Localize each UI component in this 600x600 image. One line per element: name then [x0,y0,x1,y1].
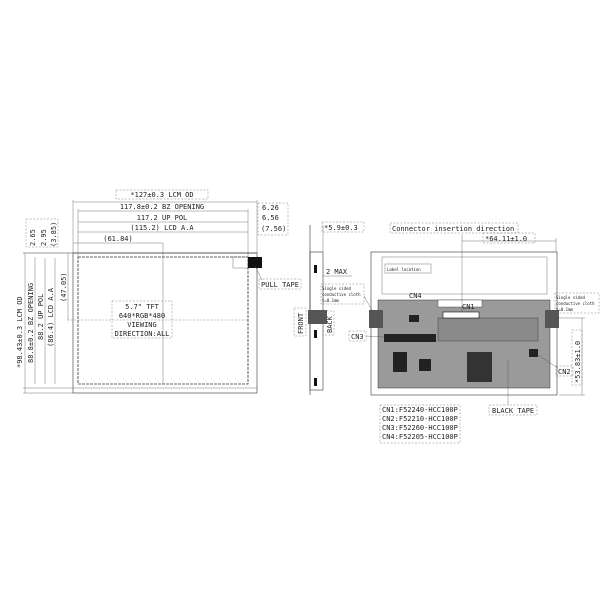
height-dim-label: *53.83±1.0 [574,341,582,383]
lcd-aa-height-label: (86.4) LCD A.A [47,287,55,347]
label-location-text: Label location [387,267,421,272]
connector-direction-label: Connector insertion direction [392,225,514,233]
lcm-od-width-label: *127±0.3 LCM OD [130,191,193,199]
connector-list [379,404,461,444]
pull-tape-label: PULL TAPE [261,281,299,289]
center-y-label: (47.05) [60,272,68,302]
top-offset-3: (3.85) [50,222,58,247]
label-area [381,256,548,295]
cn4-connector [409,315,419,322]
conductive-right-2: conductive cloth [556,301,595,306]
connector-list-item: CN1:F52240-HCC100P [382,406,458,414]
conductive-cloth-left [369,310,383,328]
conductive-left-1: Single sided [322,286,351,291]
cn2-label: CN2 [558,368,571,376]
pull-tape [248,257,262,268]
spec-line-3: VIEWING [127,321,157,329]
right-offset-1: 6.26 [262,204,279,212]
conductive-right-1: Single sided [556,295,585,300]
spec-line-4: DIRECTION:ALL [115,330,170,338]
connector-list-item: CN2:F52210-HCC100P [382,415,458,423]
up-pol-width-label: 117.2 UP POL [137,214,188,222]
side-view: *5.9±0.3 2 MAX FRONT BACK [293,221,365,395]
spec-line-2: 640*RGB*480 [119,312,165,320]
front-view: *127±0.3 LCM OD 117.8±0.2 BZ OPENING 117… [16,189,302,394]
back-view: Label location Connector insertion direc… [320,222,600,444]
cn4-label: CN4 [409,292,422,300]
front-label: FRONT [297,312,305,334]
conductive-left-3: t=0.1mm [322,298,339,303]
conductive-cloth-right [545,310,559,328]
cn1-label: CN1 [462,303,475,311]
up-pol-height-label: 88.2 UP POL [37,294,45,340]
lcm-outline [72,252,258,394]
conductive-right-3: t=0.1mm [556,307,573,312]
bz-opening-height-label: 88.8±0.2 BZ OPENING [27,283,35,363]
width-dim-label: *64.11±1.0 [485,235,527,243]
right-offset-3: (7.56) [261,225,286,233]
thickness-label: *5.9±0.3 [324,224,358,232]
conductive-left-2: conductive cloth [322,292,361,297]
center-x-label: (61.84) [103,235,133,243]
top-offset-2: 2.95 [40,229,48,246]
connector-list-item: CN3:F52260-HCC100P [382,424,458,432]
lcm-od-height-label: *98.43±0.3 LCM OD [16,296,24,368]
lcd-aa-width-label: (115.2) LCD A.A [130,224,194,232]
connector-list-item: CN4:F52205-HCC100P [382,433,458,441]
side-tab [308,310,327,324]
cn2-connector [529,349,538,357]
cn1-connector [442,311,480,319]
black-tape-label: BLACK TAPE [492,407,534,415]
max-label: 2 MAX [326,268,348,276]
cn3-label: CN3 [351,333,364,341]
back-label: BACK [326,315,334,333]
top-offset-1: 2.65 [29,229,37,246]
bz-opening-width-label: 117.8±0.2 BZ OPENING [120,203,204,211]
cn3-connector [384,334,436,342]
right-offset-2: 6.56 [262,214,279,222]
spec-line-1: 5.7" TFT [125,303,160,311]
